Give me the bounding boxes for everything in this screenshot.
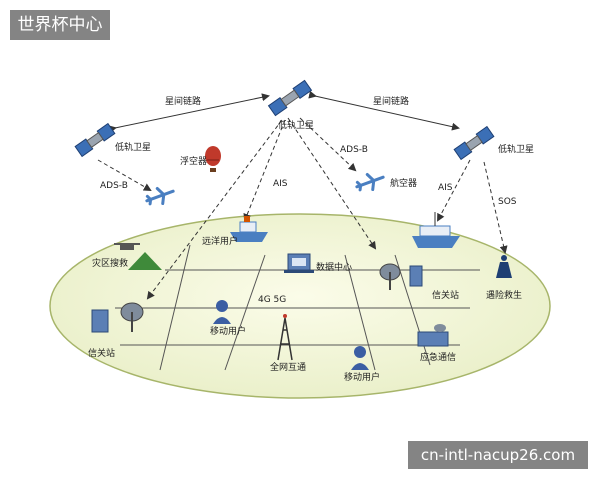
hill-icon: [128, 252, 162, 270]
label-adsb-right: ADS-B: [340, 145, 368, 155]
dashed-links: [97, 117, 508, 300]
label-gateway-right: 信关站: [432, 289, 459, 301]
aircraft-right-icon: [355, 172, 385, 192]
label-gateway-left: 信关站: [88, 347, 115, 359]
satellite-right-icon: [453, 125, 495, 161]
rescue-buoy-icon: [496, 255, 512, 278]
mobile-user-2-icon: [351, 346, 369, 370]
data-center-icon: [284, 253, 314, 273]
label-emergency: 应急通信: [420, 351, 456, 363]
label-sat-center: 低轨卫星: [278, 119, 314, 131]
label-mobile-user-1: 移动用户: [210, 325, 246, 337]
balloon-icon: [205, 146, 221, 172]
drone-icon: [114, 243, 140, 250]
ocean-ship-icon: [230, 216, 268, 242]
label-rescue: 遇险救生: [486, 289, 522, 301]
aircraft-left-icon: [145, 186, 175, 206]
label-isl-left: 星间链路: [165, 95, 201, 107]
label-sat-left: 低轨卫星: [115, 141, 151, 153]
inter-satellite-links: [108, 90, 460, 134]
cell-tower-icon: [277, 314, 293, 361]
satellite-center-icon: [267, 79, 313, 117]
satellite-left-icon: [74, 122, 116, 158]
label-balloon: 浮空器: [180, 155, 207, 167]
watermark-bottom-right: cn-intl-nacup26.com: [408, 441, 588, 469]
label-mobile-user-2: 移动用户: [344, 371, 380, 383]
ground-ellipse: [49, 213, 551, 399]
label-full-network: 全网互通: [270, 361, 306, 373]
cargo-ship-icon: [412, 212, 460, 248]
label-sos: SOS: [498, 197, 517, 207]
label-network: 4G 5G: [258, 295, 286, 305]
emergency-vehicle-icon: [417, 324, 449, 347]
label-sat-right: 低轨卫星: [498, 143, 534, 155]
label-ocean-user: 远洋用户: [202, 235, 238, 247]
label-disaster: 灾区搜救: [92, 257, 128, 269]
label-isl-right: 星间链路: [373, 95, 409, 107]
label-aircraft: 航空器: [390, 177, 417, 189]
label-ais-center: AIS: [273, 179, 288, 189]
label-data-center: 数据中心: [316, 261, 352, 273]
label-ais-right: AIS: [438, 183, 453, 193]
mobile-user-1-icon: [213, 300, 231, 324]
gateway-left-icon: [91, 302, 144, 333]
watermark-top-left: 世界杯中心: [10, 10, 110, 40]
gateway-right-icon: [379, 263, 423, 290]
label-adsb-left: ADS-B: [100, 181, 128, 191]
